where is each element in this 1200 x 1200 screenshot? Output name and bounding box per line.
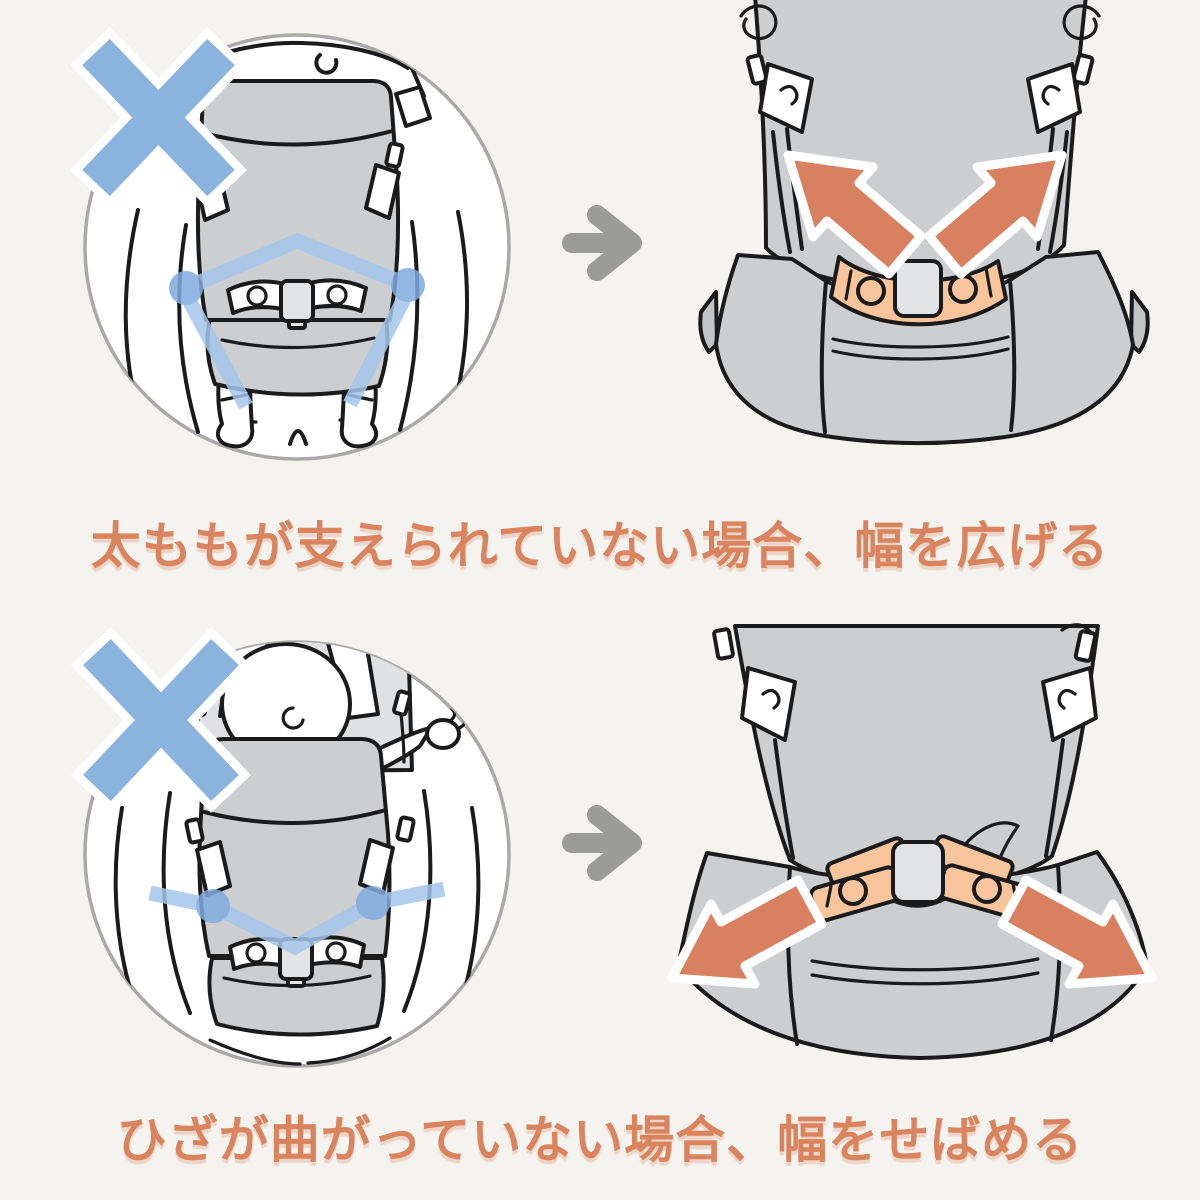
snap-button bbox=[856, 276, 886, 306]
posture-overlay-dangling-legs bbox=[169, 232, 425, 410]
center-buckle bbox=[891, 840, 945, 904]
illustration-widen-seat bbox=[698, 0, 1150, 445]
widen-arrow-right-icon bbox=[924, 150, 1067, 279]
carrier-skirt bbox=[207, 956, 386, 1037]
illustration-knees-straight bbox=[71, 627, 511, 1068]
snap-button bbox=[838, 876, 868, 906]
center-buckle bbox=[893, 259, 943, 318]
seat-width-strap-crossed bbox=[808, 834, 1032, 923]
posture-overlay-straight-knees bbox=[148, 881, 446, 956]
waist-buckle bbox=[279, 279, 315, 323]
carrier-body bbox=[753, 0, 1088, 291]
illustration-thighs-unsupported bbox=[70, 26, 511, 461]
caption-widen: 太ももが支えられていない場合、幅を広げる bbox=[90, 518, 1110, 574]
widen-arrow-left-icon bbox=[783, 150, 926, 279]
prohibition-x-icon bbox=[70, 26, 247, 209]
prohibition-x-icon bbox=[71, 627, 251, 813]
snap-button bbox=[972, 874, 1002, 904]
carrier-skirt bbox=[205, 316, 390, 397]
transition-arrow-top-icon bbox=[562, 205, 642, 281]
transition-arrow-bottom-icon bbox=[562, 805, 642, 881]
narrow-arrow-left-icon bbox=[667, 875, 827, 989]
caption-narrow: ひざが曲がっていない場合、幅をせばめる bbox=[116, 1112, 1084, 1168]
carrier-front-scene bbox=[123, 35, 469, 449]
narrow-arrow-right-icon bbox=[997, 875, 1157, 989]
illustration-narrow-seat bbox=[667, 623, 1157, 1060]
